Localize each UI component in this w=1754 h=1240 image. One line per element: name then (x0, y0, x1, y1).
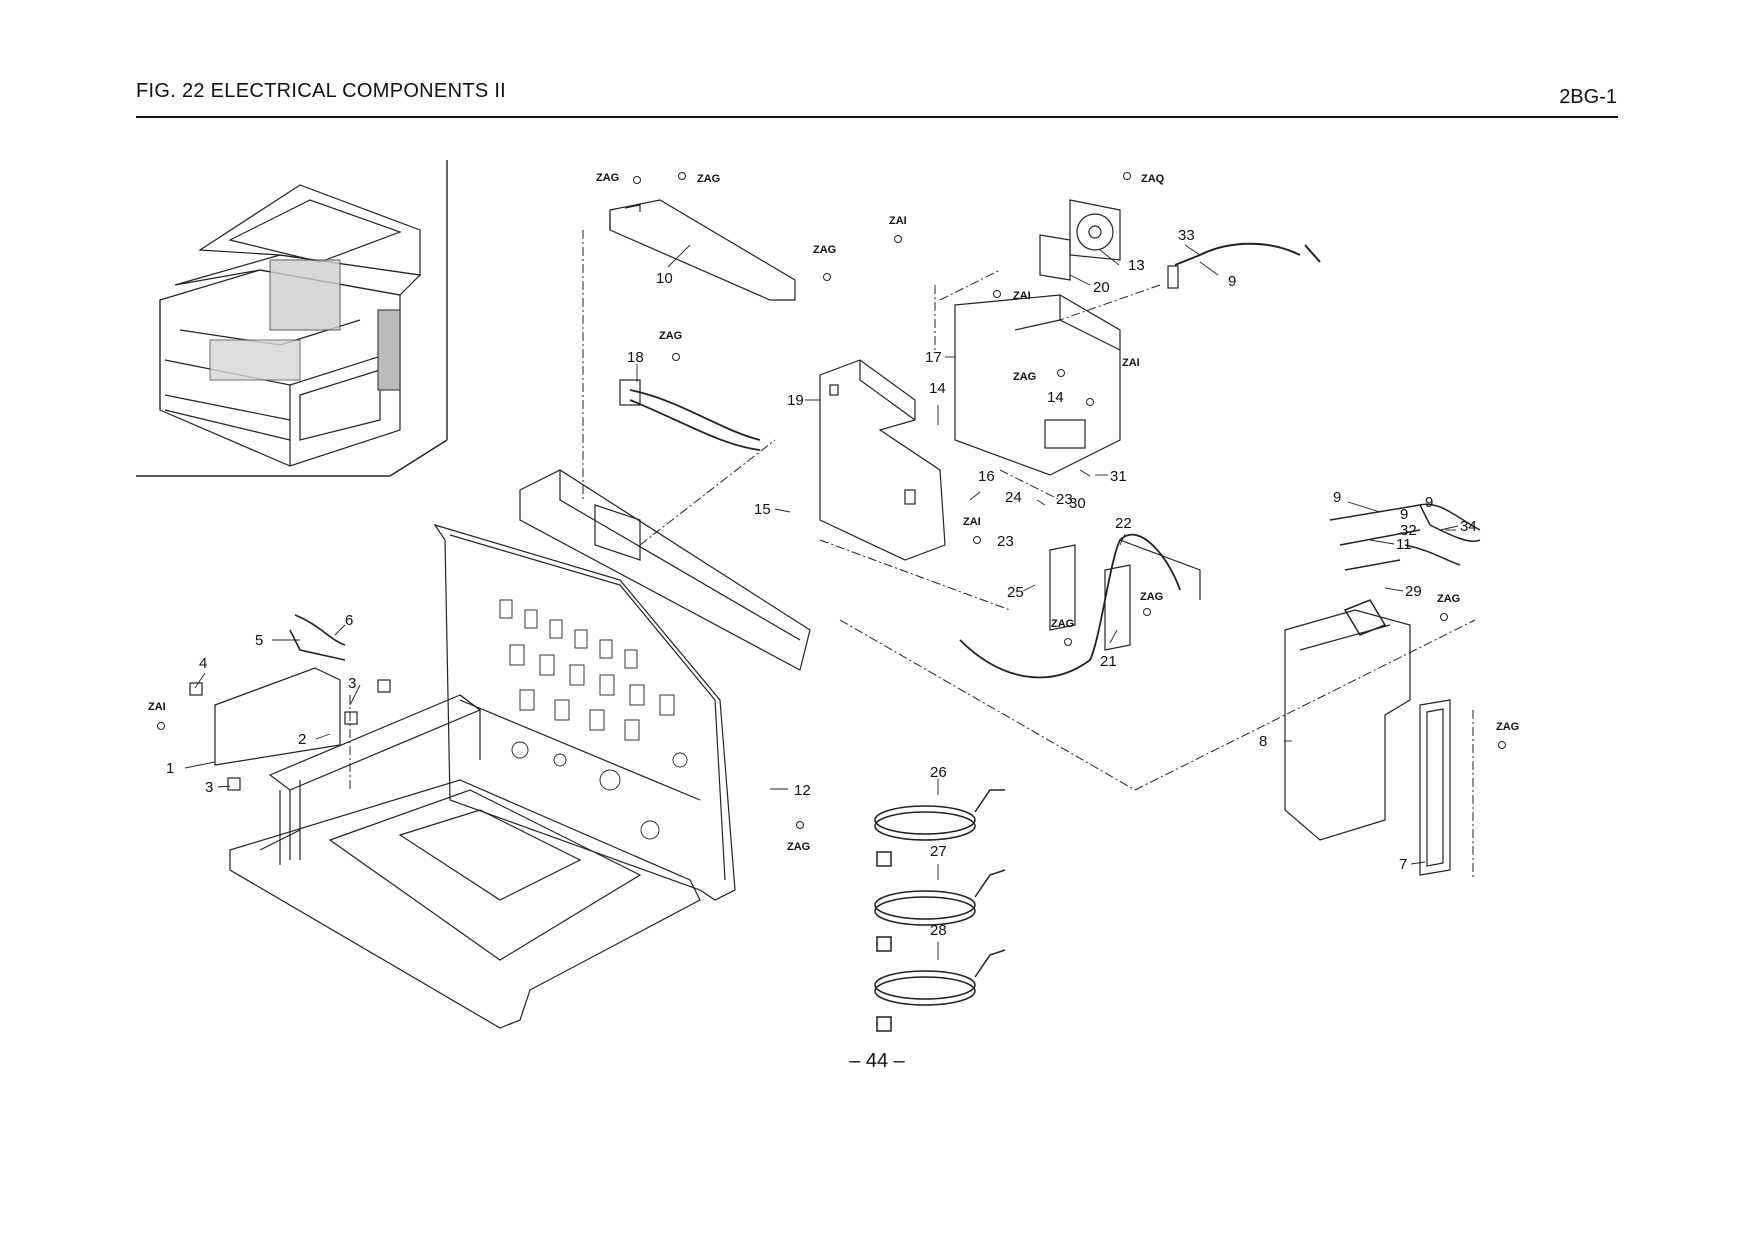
callout-20: 20 (1093, 279, 1110, 296)
screw-code-zag: ZAG (787, 841, 810, 853)
callout-9c: 9 (1228, 273, 1236, 290)
upper-rail (519, 469, 811, 671)
part-10-cover (609, 199, 796, 301)
screw-code-zai: ZAG (1013, 371, 1036, 383)
callout-9a: 9 (1333, 489, 1341, 506)
screw-code-zag: ZAG (1051, 618, 1074, 630)
callout-23b: 23 (997, 533, 1014, 550)
screw-code-zag: ZAG (659, 330, 682, 342)
screw-code-zag: ZAG (697, 173, 720, 185)
callout-17: 17 (925, 349, 942, 366)
part-22-harness (959, 533, 1201, 679)
right-harness-group (1329, 503, 1481, 636)
callout-9b: 9 (1425, 494, 1433, 511)
screw-code-zai: ZAI (963, 516, 981, 528)
callout-16: 16 (978, 468, 995, 485)
callout-15: 15 (754, 501, 771, 518)
callout-18: 18 (627, 349, 644, 366)
screw-code-zai: ZAI (1013, 290, 1031, 302)
callout-leaders (184, 244, 1459, 960)
callout-22: 22 (1115, 515, 1132, 532)
callout-6: 6 (345, 612, 353, 629)
callout-30: 30 (1069, 495, 1086, 512)
callout-labels: 1 2 3 3 4 5 6 7 8 9 9 9 9 10 11 12 13 14… (166, 227, 1477, 939)
callout-29: 29 (1405, 583, 1422, 600)
callout-32: 32 (1400, 522, 1417, 539)
dashed-leaders (349, 230, 1476, 880)
callout-5: 5 (255, 632, 263, 649)
callout-33: 33 (1178, 227, 1195, 244)
callout-9d: 9 (1400, 506, 1408, 523)
callout-13: 13 (1128, 257, 1145, 274)
base-frame (229, 694, 701, 1029)
part-13-fan (1039, 199, 1121, 281)
callout-7: 7 (1399, 856, 1407, 873)
screw-code-zai: ZAI (889, 215, 907, 227)
callout-25: 25 (1007, 584, 1024, 601)
screws (157, 172, 1506, 829)
part-7-plate (1419, 699, 1451, 876)
part-33-cable (1167, 242, 1321, 289)
callout-24: 24 (1005, 489, 1022, 506)
callout-28: 28 (930, 922, 947, 939)
screw-code-zag: ZAG (596, 172, 619, 184)
part-17-board (954, 294, 1121, 476)
screw-code-zaq: ZAQ (1141, 173, 1165, 185)
callout-14b: 14 (1047, 389, 1064, 406)
header-rule (136, 116, 1618, 118)
callout-11: 11 (1396, 536, 1412, 553)
page-number: – 44 – (849, 1050, 905, 1072)
screw-code-zag: ZAG (1496, 721, 1519, 733)
callout-2: 2 (298, 731, 306, 748)
screw-code-zai: ZAI (148, 701, 166, 713)
callout-8: 8 (1259, 733, 1267, 750)
part-1-panel (189, 614, 391, 791)
callout-21: 21 (1100, 653, 1117, 670)
machine-overview-inset (136, 160, 448, 477)
screw-code-labels: ZAG ZAG ZAQ ZAI ZAG ZAI ZAG ZAI ZAI ZAG … (148, 172, 1519, 853)
callout-10: 10 (656, 270, 673, 287)
callout-19: 19 (787, 392, 804, 409)
callout-4: 4 (199, 655, 207, 672)
figure-code: 2BG-1 (1559, 86, 1617, 108)
part-18-harness (619, 379, 761, 451)
callout-34: 34 (1460, 518, 1477, 535)
screw-code-zag: ZAG (1437, 593, 1460, 605)
part-21-board (1049, 544, 1131, 651)
screw-code-zag: ZAG (1140, 591, 1163, 603)
callout-3b: 3 (205, 779, 213, 796)
callout-31: 31 (1110, 468, 1127, 485)
callout-3a: 3 (348, 675, 356, 692)
main-side-frame (433, 523, 736, 901)
part-8-bracket (1284, 609, 1411, 841)
callout-23a: 23 (1056, 491, 1073, 508)
screw-code-zai: ZAI (1122, 357, 1140, 369)
screw-code-zag: ZAG (813, 244, 836, 256)
callout-12: 12 (794, 782, 811, 799)
figure-title: FIG. 22 ELECTRICAL COMPONENTS II (136, 80, 507, 102)
callout-26: 26 (930, 764, 947, 781)
callout-14a: 14 (929, 380, 946, 397)
callout-27: 27 (930, 843, 947, 860)
part-19-bracket (819, 359, 946, 561)
power-cords (874, 789, 1006, 1032)
callout-1: 1 (166, 760, 174, 777)
